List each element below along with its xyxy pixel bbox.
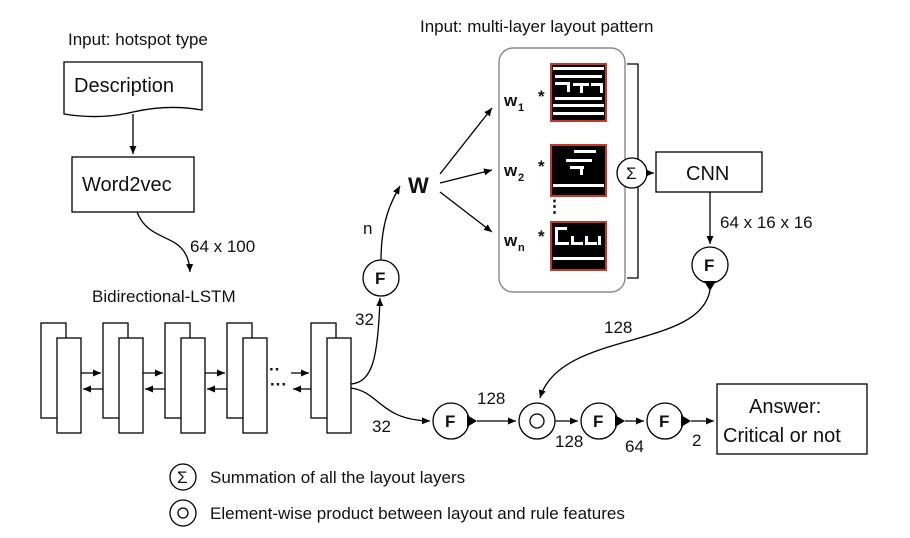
product-node bbox=[518, 402, 556, 440]
n-dim: n bbox=[363, 219, 372, 238]
answer-box bbox=[716, 383, 868, 455]
answer-line-1: Answer: bbox=[749, 396, 821, 418]
word2vec-out-dim: 64 x 100 bbox=[190, 237, 255, 256]
word2vec-to-lstm-arrow bbox=[136, 211, 194, 273]
w-to-w2-arrow bbox=[439, 168, 493, 184]
lstm-cell-5-front bbox=[326, 337, 352, 434]
w-to-w1-arrow bbox=[439, 107, 493, 175]
f-node-text-branch-label: F bbox=[375, 269, 385, 288]
svg-text:*: * bbox=[538, 227, 545, 246]
f-rule-out-dim: 128 bbox=[477, 389, 505, 408]
f-node-3-label: F bbox=[659, 412, 669, 431]
w-node: W bbox=[408, 173, 429, 198]
lstm-to-f-bottom-arrow bbox=[350, 387, 431, 425]
weights-vdots: ⋮ bbox=[546, 197, 563, 216]
lstm-cell-3-front bbox=[180, 337, 206, 434]
sigma-node-label: Σ bbox=[626, 164, 637, 183]
legend-product-icon bbox=[169, 499, 197, 527]
svg-text:*: * bbox=[538, 157, 545, 176]
weight-w1: w 1 * bbox=[503, 87, 545, 114]
layout-image-1 bbox=[550, 63, 607, 122]
svg-text:2: 2 bbox=[518, 172, 524, 184]
f-cnn-out-dim: 128 bbox=[604, 318, 632, 337]
lstm-cell-4-front bbox=[242, 337, 268, 434]
lstm-connections bbox=[81, 369, 311, 393]
legend-sigma-text: Summation of all the layout layers bbox=[210, 468, 465, 487]
svg-text:*: * bbox=[538, 87, 545, 106]
f3-out-dim: 2 bbox=[692, 431, 701, 450]
lstm-dots-b: ··· bbox=[270, 375, 287, 394]
word2vec-label: Word2vec bbox=[82, 174, 172, 196]
f-node-2-label: F bbox=[593, 412, 603, 431]
word2vec-box bbox=[71, 156, 195, 213]
lstm-to-f-top-arrow bbox=[350, 297, 384, 385]
layout-input-title: Input: multi-layer layout pattern bbox=[420, 17, 653, 36]
svg-text:w: w bbox=[503, 231, 518, 250]
f-layout-to-product-arrow bbox=[538, 289, 711, 399]
f-node-rule-label: F bbox=[445, 412, 455, 431]
legend-sigma-icon bbox=[169, 463, 197, 491]
description-box bbox=[63, 61, 203, 118]
cnn-out-dim: 64 x 16 x 16 bbox=[720, 213, 813, 232]
lstm-cell-2-front bbox=[118, 337, 144, 434]
lstm-dots-a: ·· bbox=[269, 360, 280, 379]
bilstm-title: Bidirectional-LSTM bbox=[92, 287, 236, 306]
f-to-w-arrow bbox=[380, 185, 401, 261]
weight-wn: w n * bbox=[503, 227, 545, 254]
lstm-to-f-top-dim: 32 bbox=[355, 310, 374, 329]
legend-product-text: Element-wise product between layout and … bbox=[210, 504, 625, 523]
bilstm-cells bbox=[40, 322, 352, 434]
f-node-layout-branch-label: F bbox=[704, 256, 714, 275]
answer-line-2: Critical or not bbox=[723, 425, 841, 447]
cnn-label: CNN bbox=[686, 163, 729, 185]
layout-image-2 bbox=[550, 144, 607, 197]
weight-w2: w 2 * bbox=[503, 157, 545, 184]
cnn-box bbox=[655, 151, 763, 193]
lstm-to-f-bottom-dim: 32 bbox=[372, 417, 391, 436]
description-label: Description bbox=[74, 75, 174, 97]
svg-text:w: w bbox=[503, 91, 518, 110]
hotspot-input-title: Input: hotspot type bbox=[68, 30, 208, 49]
svg-text:1: 1 bbox=[518, 102, 524, 114]
svg-text:n: n bbox=[518, 242, 525, 254]
legend: Σ Summation of all the layout layers Ele… bbox=[169, 463, 625, 527]
lstm-cell-1-front bbox=[56, 337, 82, 434]
layout-image-n bbox=[550, 221, 607, 271]
w-to-wn-arrow bbox=[439, 191, 493, 233]
product-out-dim: 128 bbox=[555, 432, 583, 451]
svg-text:w: w bbox=[503, 161, 518, 180]
f2-out-dim: 64 bbox=[625, 437, 644, 456]
svg-text:Σ: Σ bbox=[177, 468, 188, 487]
